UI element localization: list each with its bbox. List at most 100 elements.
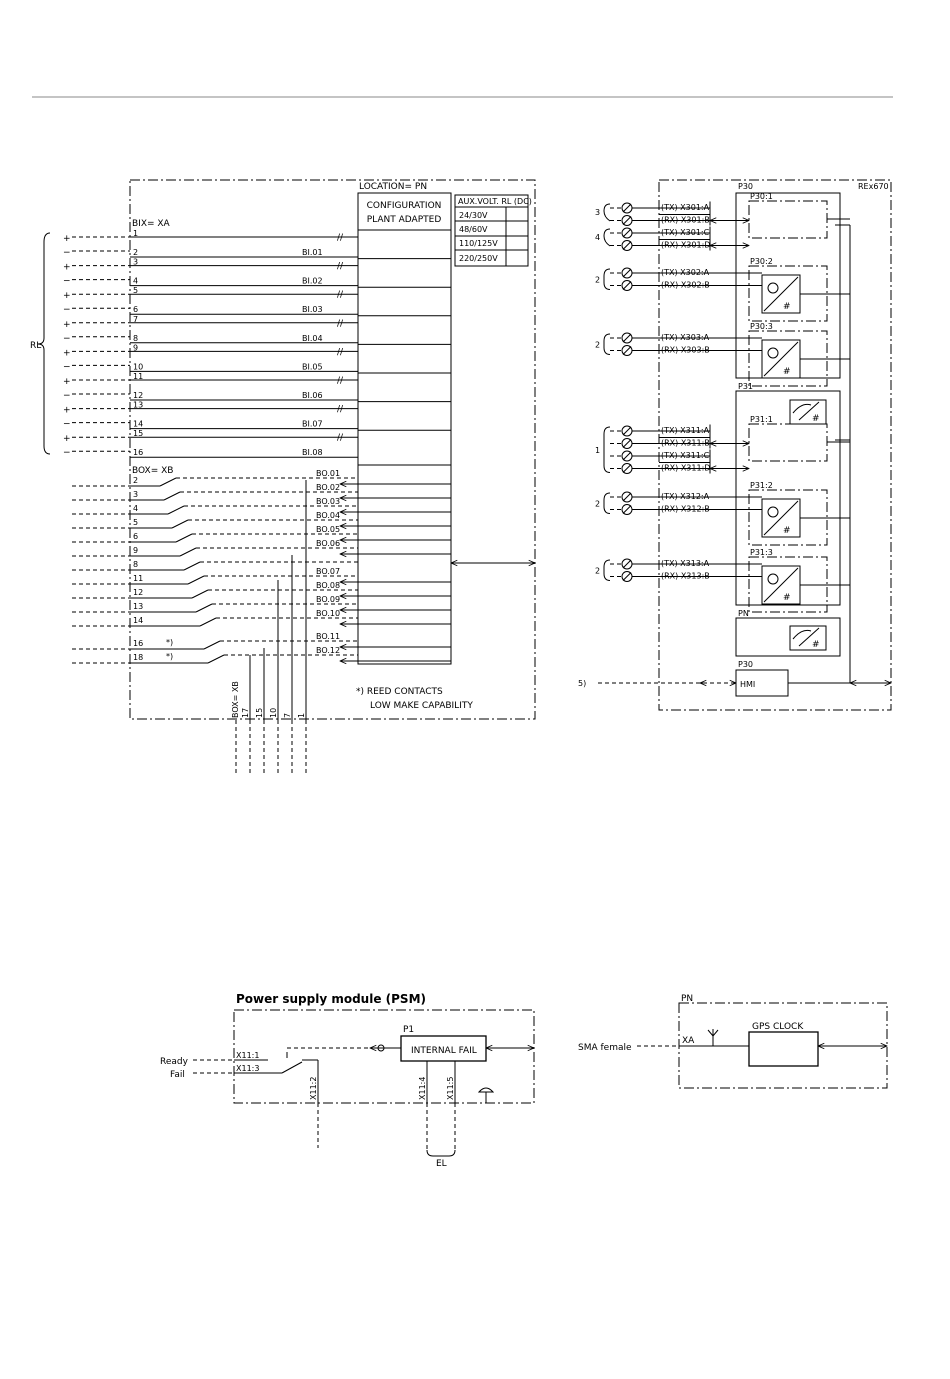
pn-box (735, 617, 841, 657)
port-bracket (603, 228, 611, 247)
bracket-label: 1 (595, 446, 600, 455)
bix-pin-label: 8 (133, 334, 138, 343)
bix-pin-label: 10 (133, 362, 143, 371)
fiber-connector-icon (622, 203, 632, 213)
ground-icon (477, 1087, 495, 1103)
port-sub-label: P30:1 (750, 192, 773, 201)
p31-label: P31 (738, 382, 753, 391)
hmi-label: HMI (740, 680, 755, 689)
isolation-mark: // (337, 347, 344, 357)
box-bottom-label: BOX= XB (231, 681, 240, 718)
port-subbox (748, 556, 828, 613)
box-pin-label: 11 (133, 574, 143, 583)
ready-label: Ready (160, 1057, 189, 1067)
port-bracket (603, 203, 611, 222)
gps-pn-label: PN (681, 994, 693, 1004)
location-label: LOCATION= PN (359, 182, 427, 192)
el-bracket (426, 1149, 456, 1157)
plus-sign: + (63, 320, 71, 330)
fiber-connector-icon (622, 426, 632, 436)
box-pin-label: 5 (133, 518, 138, 527)
plus-sign: + (63, 377, 71, 387)
bottom-pin-label: 17 (241, 708, 250, 718)
bix-pin-label: 6 (133, 305, 138, 314)
fiber-connector-icon (622, 333, 632, 343)
bracket-label: 2 (595, 566, 600, 575)
port-subbox (748, 330, 828, 387)
bo-label: BO.10 (316, 609, 340, 618)
fiber-connector-icon (622, 505, 632, 514)
optic-module-icon: # (789, 399, 827, 425)
bix-pin-label: 2 (133, 248, 138, 257)
bo-contact (163, 491, 181, 501)
bix-pin-label: 11 (133, 372, 143, 381)
port-bracket (603, 268, 611, 290)
box-pin-label: 12 (133, 588, 143, 597)
bo-contact (191, 589, 209, 599)
el-label: EL (436, 1159, 447, 1169)
box-pin-label: 14 (133, 616, 143, 625)
optic-icon (767, 573, 779, 585)
bo-label: BO.04 (316, 511, 340, 520)
bo-contact (171, 519, 189, 529)
box-pin-label: 4 (133, 504, 138, 513)
bix-pin-label: 1 (133, 229, 138, 238)
svg-text:#: # (812, 640, 820, 650)
minus-sign: − (63, 334, 71, 344)
bi-label: BI.05 (302, 362, 323, 371)
box-pin-label: 8 (133, 560, 138, 569)
bracket-label: 2 (595, 499, 600, 508)
bix-pin-label: 15 (133, 429, 143, 438)
bo-contact (187, 575, 205, 585)
box-rows: 2BO.013BO.024BO.035BO.046BO.059BO.06811B… (72, 469, 451, 663)
gps-clock-box (748, 1031, 819, 1067)
psm-diagram (193, 1009, 534, 1157)
fiber-connector-icon (622, 241, 632, 250)
bix-pin-label: 13 (133, 401, 143, 410)
box-pin-label: 6 (133, 532, 138, 541)
bracket-label: 2 (595, 275, 600, 284)
bi-label: BI.08 (302, 448, 323, 457)
io-frame (129, 179, 536, 720)
optic-icon (767, 282, 779, 294)
bi-label: BI.02 (302, 277, 323, 286)
bo-contact (183, 561, 201, 571)
optic-icon (767, 506, 779, 518)
input-5-label: 5) (578, 679, 586, 688)
binary-io-diagram (37, 179, 536, 776)
bix-pin-label: 12 (133, 391, 143, 400)
x11-3-label: X11:3 (236, 1064, 259, 1073)
rl-bracket (37, 232, 51, 455)
sma-label: SMA female (578, 1043, 632, 1053)
minus-sign: − (63, 391, 71, 401)
bix-pin-label: 7 (133, 315, 138, 324)
rex-frame (658, 179, 892, 711)
bo-contact (167, 505, 185, 515)
x11-2-label: X11:2 (309, 1077, 318, 1100)
minus-sign: − (63, 420, 71, 430)
bo-contact (159, 477, 177, 487)
port-sub-label: P31:3 (750, 548, 773, 557)
port-sub-label: P30:2 (750, 257, 773, 266)
p31-box (735, 390, 841, 606)
port-bracket (603, 559, 611, 581)
bracket-label: 3 (595, 208, 600, 217)
hmi-p30-label: P30 (738, 660, 753, 669)
fiber-connector-icon (622, 281, 632, 290)
bix-pin-label: 3 (133, 258, 138, 267)
box-pin-label: 16 (133, 639, 143, 648)
bo-contact (195, 603, 213, 613)
rl-label: RL (30, 341, 41, 351)
bo-label: BO.11 (316, 632, 340, 641)
bo-contact (199, 617, 217, 627)
internal-fail-label: INTERNAL FAIL (411, 1046, 477, 1056)
bo-contact (207, 654, 225, 664)
pn-label: PN (738, 609, 749, 618)
fiber-connector-icon (622, 228, 632, 238)
bi-label: BI.01 (302, 248, 323, 257)
x11-4-label: X11:4 (418, 1077, 427, 1100)
bo-label: BO.02 (316, 483, 340, 492)
bi-label: BI.06 (302, 391, 323, 400)
